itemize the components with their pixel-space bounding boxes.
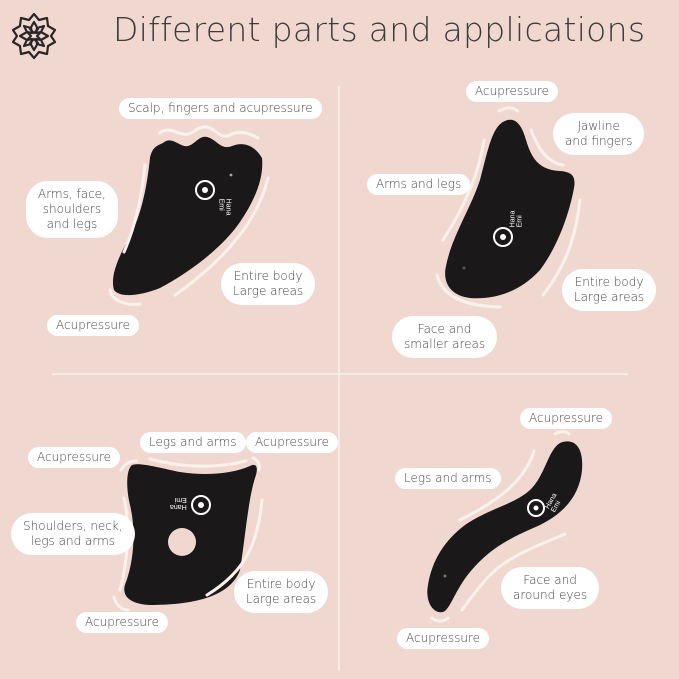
label-legs-arms: Legs and arms bbox=[395, 468, 501, 489]
label-acupressure: Acupressure bbox=[76, 612, 169, 633]
label-face-smaller-areas: Face and smaller areas bbox=[392, 316, 498, 358]
label-shoulders-neck: Shoulders, neck, legs and arms bbox=[11, 513, 135, 555]
horizontal-divider bbox=[52, 373, 628, 375]
label-arms-legs: Arms and legs bbox=[367, 174, 471, 195]
label-entire-body: Entire body Large areas bbox=[562, 269, 657, 311]
label-arms-face-shoulders: Arms, face, shoulders and legs bbox=[26, 181, 118, 238]
crescent-gua-sha-tool bbox=[435, 106, 582, 309]
horn-gua-sha-tool bbox=[112, 456, 264, 612]
label-acupressure: Acupressure bbox=[246, 432, 339, 453]
label-acupressure: Acupressure bbox=[47, 315, 140, 336]
label-face-around-eyes: Face and around eyes bbox=[501, 567, 600, 609]
label-acupressure: Acupressure bbox=[466, 81, 559, 102]
label-acupressure: Acupressure bbox=[520, 408, 613, 429]
vertical-divider bbox=[338, 86, 340, 670]
page-title: Different parts and applications bbox=[113, 10, 646, 49]
label-entire-body: Entire body Large areas bbox=[221, 263, 316, 305]
label-scalp-fingers: Scalp, fingers and acupressure bbox=[119, 98, 322, 119]
s-curve-gua-sha-tool bbox=[427, 430, 583, 623]
flower-mandala-logo-icon bbox=[11, 12, 57, 60]
label-acupressure: Acupressure bbox=[397, 628, 490, 649]
label-jawline-fingers: Jawline and fingers bbox=[553, 113, 645, 155]
label-acupressure: Acupressure bbox=[28, 447, 121, 468]
wavy-gua-sha-tool bbox=[108, 125, 270, 306]
label-entire-body: Entire body Large areas bbox=[234, 571, 329, 613]
label-legs-arms: Legs and arms bbox=[140, 432, 246, 453]
